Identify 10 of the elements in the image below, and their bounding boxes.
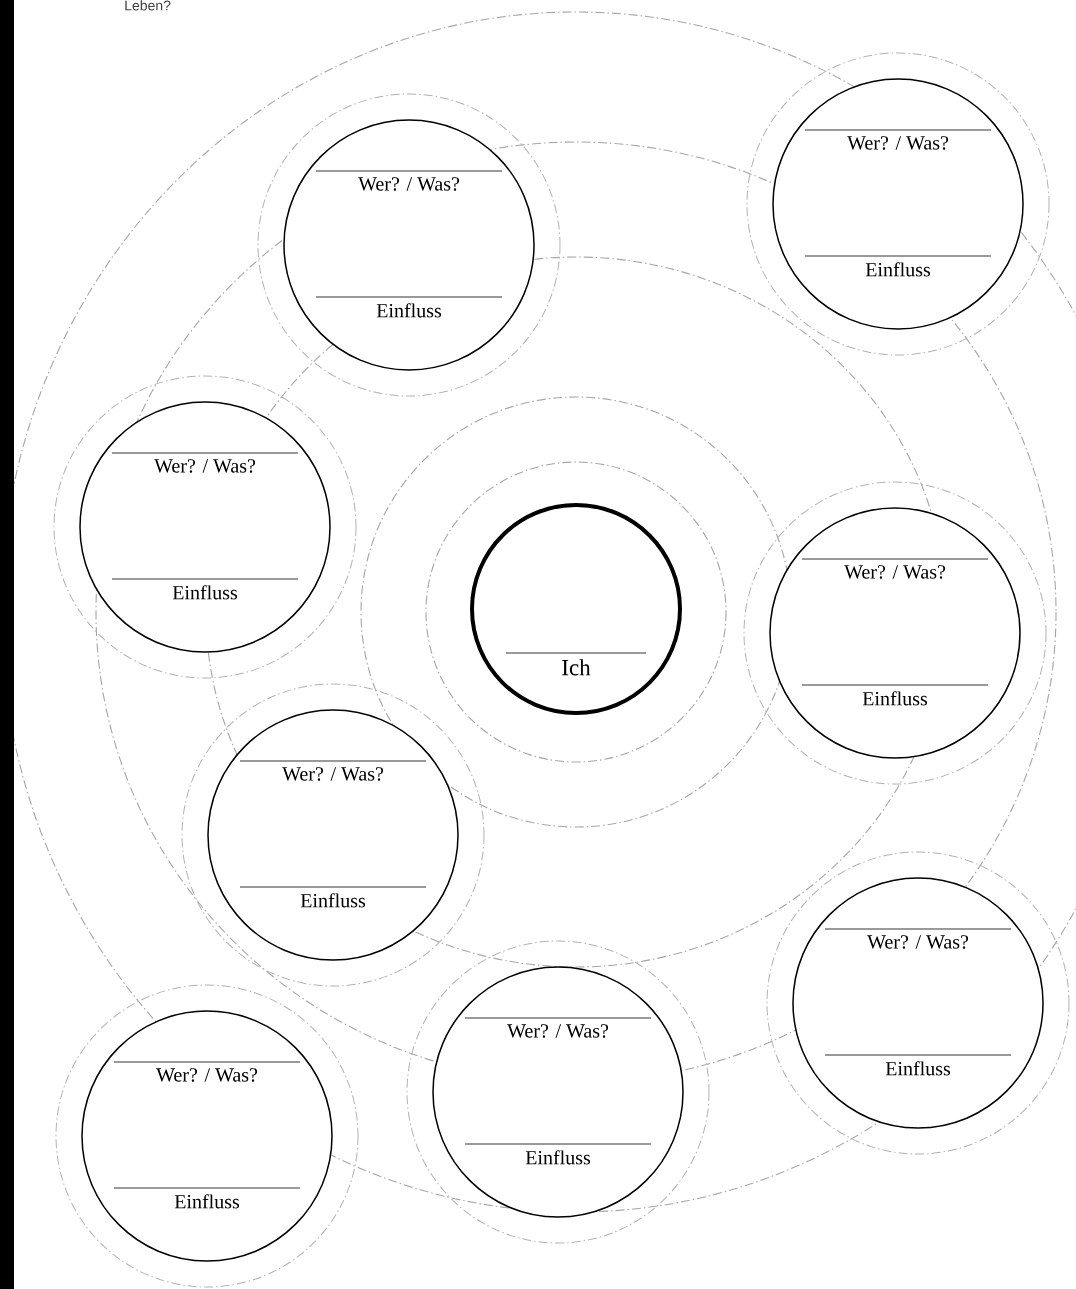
bubble: Ich: [470, 503, 682, 715]
bubble: Wer? / Was? Einfluss: [79, 401, 331, 653]
bubble: Wer? / Was? Einfluss: [81, 1010, 333, 1262]
bubble: Wer? / Was? Einfluss: [432, 966, 684, 1218]
page-text: Leben?: [125, 0, 171, 11]
bubble: Wer? / Was? Einfluss: [769, 507, 1021, 759]
bubble: Wer? / Was? Einfluss: [772, 78, 1024, 330]
bubble: Wer? / Was? Einfluss: [207, 709, 459, 961]
bubble: Wer? / Was? Einfluss: [283, 119, 535, 371]
bubble: Wer? / Was? Einfluss: [792, 877, 1044, 1129]
